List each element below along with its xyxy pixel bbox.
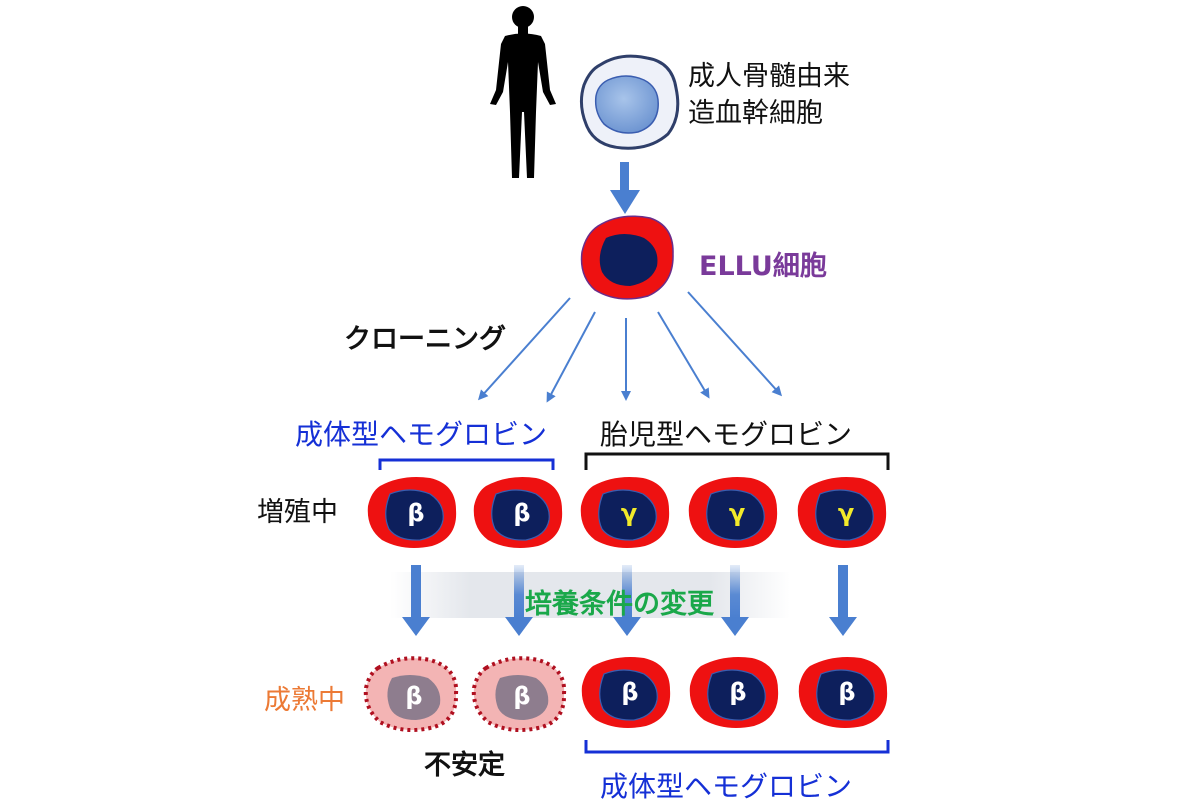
proliferating-globin-1: β [407, 499, 424, 527]
maturing-globin-1: β [405, 682, 422, 710]
proliferating-cell-4: γ [688, 477, 778, 548]
proliferating-cell-5: γ [797, 477, 887, 548]
maturing-globin-2: β [513, 682, 530, 710]
proliferating-globin-2: β [513, 499, 530, 527]
cloning-arrows [477, 291, 783, 403]
proliferating-globin-5: γ [838, 499, 854, 527]
human-silhouette-icon [490, 6, 556, 178]
maturing-cell-4: β [689, 657, 779, 728]
culture-change-arrow-4 [721, 565, 749, 636]
maturing-globin-3: β [621, 678, 638, 706]
culture-change-arrow-3 [613, 565, 641, 636]
culture-change-arrow-1 [402, 565, 430, 636]
ellu-cell-icon [580, 215, 674, 300]
maturing-globin-4: β [729, 678, 746, 706]
fetal-hemoglobin-label: 胎児型ヘモグロビン [600, 418, 853, 451]
stem-cell-icon [579, 54, 680, 150]
cloning-label: クローニング [344, 324, 506, 355]
maturing-cell-5: β [798, 657, 888, 728]
maturing-cell-2: β [471, 656, 567, 732]
maturing-cell-3: β [581, 657, 671, 728]
adult-hemoglobin-bottom-bracket [584, 740, 890, 754]
unstable-label: 不安定 [424, 750, 505, 781]
proliferating-cell-1: β [367, 477, 457, 548]
adult-hemoglobin-bracket [378, 458, 555, 470]
proliferating-label: 増殖中 [257, 497, 338, 528]
proliferating-cell-3: γ [580, 477, 670, 548]
proliferating-globin-4: γ [729, 499, 745, 527]
maturing-globin-5: β [838, 678, 855, 706]
adult-hemoglobin-top-label: 成体型ヘモグロビン [295, 418, 548, 451]
differentiation-arrow-icon [610, 162, 640, 214]
culture-change-arrow-2 [505, 565, 533, 636]
fetal-hemoglobin-bracket [584, 452, 890, 470]
ellu-cell-label: ELLU細胞 [699, 251, 827, 282]
maturing-cell-1: β [363, 656, 459, 732]
adult-hemoglobin-bottom-label: 成体型ヘモグロビン [600, 770, 853, 803]
stem-cell-label-line1: 成人骨髄由来 [688, 61, 850, 92]
culture-change-arrow-5 [829, 565, 857, 636]
proliferating-cell-2: β [473, 477, 563, 548]
culture-change-label: 培養条件の変更 [525, 589, 714, 620]
culture-change-band [390, 572, 790, 618]
stem-cell-label-line2: 造血幹細胞 [688, 98, 823, 129]
maturing-label: 成熟中 [264, 685, 345, 716]
proliferating-globin-3: γ [621, 499, 637, 527]
